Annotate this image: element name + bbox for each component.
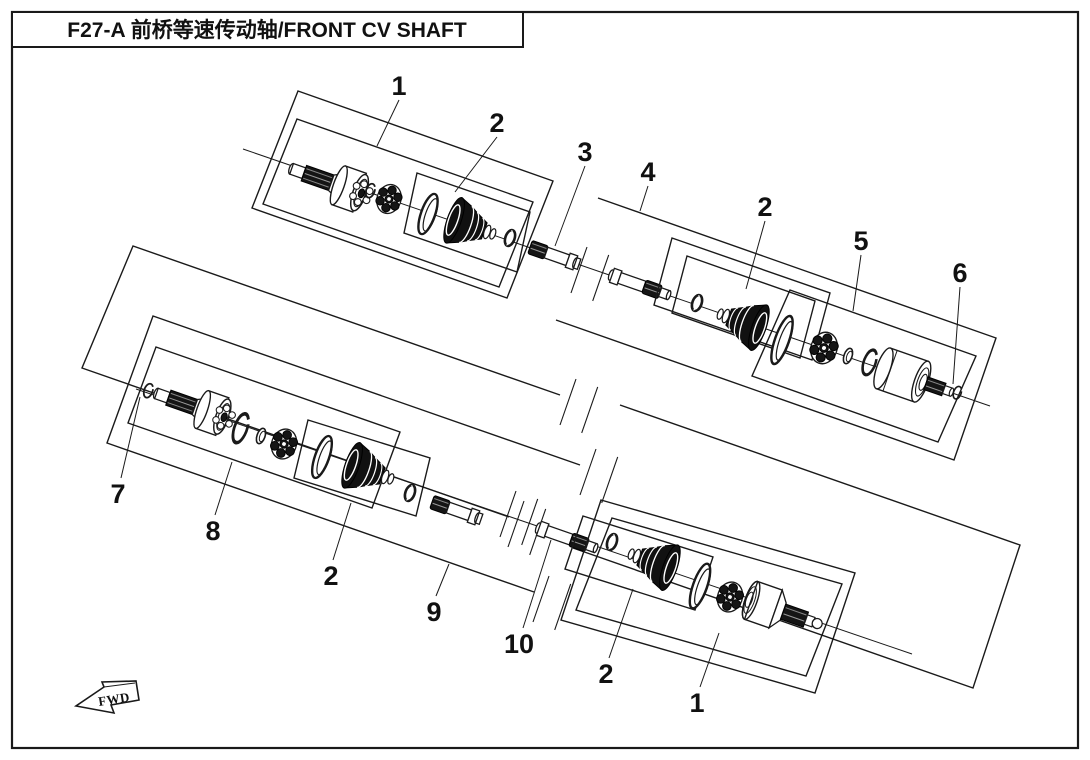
leader-line — [745, 220, 766, 290]
callout-2-top-right: 2 — [757, 192, 772, 222]
leader-line — [376, 99, 400, 147]
callout-1-top: 1 — [391, 71, 406, 101]
callout-9: 9 — [426, 597, 441, 627]
boot-kit-box-2-bottom-right — [564, 515, 714, 611]
title-box — [11, 11, 524, 48]
boot-kit-box-2-right-inner — [671, 255, 816, 359]
joint-box-8 — [127, 346, 401, 509]
leader-line — [852, 254, 862, 312]
leader-line — [952, 286, 961, 385]
leader-line — [522, 539, 552, 629]
callout-2-bottom-right: 2 — [598, 659, 613, 689]
callout-5: 5 — [853, 226, 868, 256]
callout-10: 10 — [504, 629, 534, 659]
leader-line — [554, 165, 586, 247]
fwd-direction-arrow: FWD — [73, 680, 140, 715]
outer-cv-joint-housing-bottom-right — [741, 580, 823, 630]
leader-line — [332, 502, 352, 561]
fwd-arrow-icon — [73, 680, 140, 715]
leader-line — [454, 136, 498, 193]
callout-8: 8 — [205, 516, 220, 546]
leader-line — [435, 563, 450, 597]
leader-line — [214, 461, 233, 516]
callout-2-bottom-left: 2 — [323, 561, 338, 591]
assembly-bottom-cv-shaft — [106, 315, 1021, 694]
group-box-1-bottom-inner — [575, 517, 843, 677]
boot-kit-box-2-left — [403, 172, 531, 273]
joint-box-5 — [751, 289, 977, 443]
page-title: F27-A 前桥等速传动轴/FRONT CV SHAFT — [67, 18, 467, 42]
leader-line — [608, 588, 634, 659]
assembly-top-cv-shaft — [81, 90, 997, 556]
leader-line — [639, 185, 649, 212]
callout-2-top-left: 2 — [489, 108, 504, 138]
leader-line — [120, 396, 141, 479]
fwd-label: FWD — [97, 689, 131, 709]
callout-3: 3 — [577, 137, 592, 167]
leader-line — [699, 632, 720, 688]
boot-kit-box-2-bottom-left — [293, 419, 431, 517]
title-block: F27-A 前桥等速传动轴/FRONT CV SHAFT — [11, 11, 524, 48]
callout-7: 7 — [110, 479, 125, 509]
callout-4: 4 — [640, 157, 655, 187]
group-box-1-bottom-outer — [560, 499, 856, 694]
group-box-1-outer — [251, 90, 554, 299]
callout-1-bottom: 1 — [689, 688, 704, 718]
group-box-1-inner — [262, 118, 534, 288]
callout-6: 6 — [952, 258, 967, 288]
boot-kit-box-2-right-outer — [653, 237, 831, 361]
callouts: 1 2 3 4 2 5 6 7 8 2 9 10 2 1 — [110, 71, 967, 718]
